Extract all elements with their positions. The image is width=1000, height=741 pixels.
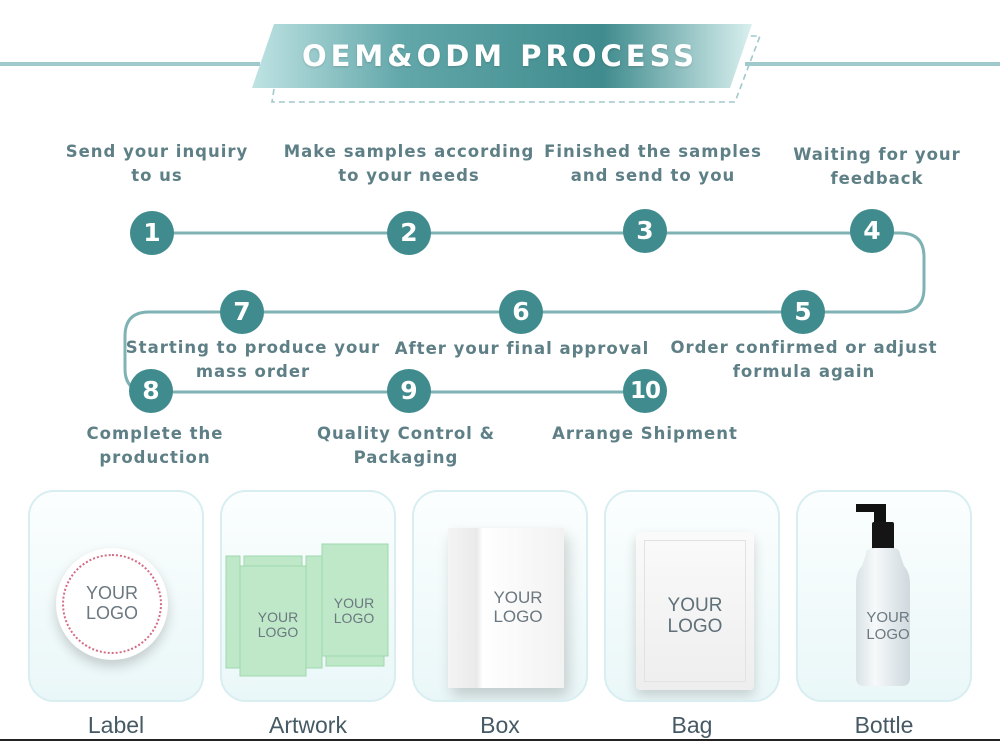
label-logo-text: YOUR LOGO <box>85 583 138 623</box>
card-box-caption: Box <box>480 712 520 738</box>
step-10-node: 10 <box>623 369 667 413</box>
card-label-caption: Label <box>87 712 145 738</box>
step-7-label: Starting to produce your mass order <box>125 338 381 381</box>
box-mockup <box>448 528 564 688</box>
card-artwork-caption: Artwork <box>269 712 347 738</box>
process-flow-lines <box>123 231 926 394</box>
step-4-node: 4 <box>850 209 894 253</box>
step-1-node: 1 <box>130 211 174 255</box>
sachet-seal-border <box>644 540 746 682</box>
step-2-node: 2 <box>387 211 431 255</box>
step-4-label: Waiting for your feedback <box>793 145 961 188</box>
step-7-node: 7 <box>220 290 264 334</box>
artwork-logo-text-right: YOUR LOGO <box>333 595 375 627</box>
step-8-label: Complete the production <box>86 424 224 467</box>
step-6-node: 6 <box>499 290 543 334</box>
banner-line-left <box>0 62 260 66</box>
step-8-node: 8 <box>129 369 173 413</box>
banner-shape <box>252 24 752 88</box>
sachet-bag-mockup <box>636 532 754 690</box>
step-5-label: Order confirmed or adjust formula again <box>670 338 938 381</box>
card-bag: YOUR LOGO <box>604 490 780 702</box>
banner-dashed-outline <box>271 35 762 103</box>
step-3-label: Finished the samples and send to you <box>544 142 762 185</box>
round-label-sticker: YOUR LOGO <box>56 548 168 660</box>
box-logo-text: YOUR LOGO <box>493 588 543 626</box>
sticker-dotted-ring <box>62 554 162 654</box>
card-bag-caption: Bag <box>671 712 713 738</box>
step-9-node: 9 <box>387 369 431 413</box>
card-bottle-caption: Bottle <box>854 712 914 738</box>
bag-logo-text: YOUR LOGO <box>667 595 723 637</box>
step-1-label: Send your inquiry to us <box>65 142 249 185</box>
banner-line-right <box>745 62 1000 66</box>
card-bottle: YOUR LOGO <box>796 490 972 702</box>
step-6-label: After your final approval <box>394 339 650 358</box>
card-artwork: YOUR LOGO YOUR LOGO <box>220 490 396 702</box>
bottle-logo-text: YOUR LOGO <box>866 609 910 643</box>
bottom-border <box>0 739 1000 741</box>
artwork-logo-text-left: YOUR LOGO <box>257 609 299 641</box>
card-box: YOUR LOGO <box>412 490 588 702</box>
step-5-node: 5 <box>781 290 825 334</box>
step-9-label: Quality Control & Packaging <box>317 424 495 467</box>
page-title: OEM&ODM PROCESS <box>301 39 699 73</box>
box-dieline-artwork <box>225 543 389 677</box>
step-2-label: Make samples according to your needs <box>283 142 535 185</box>
step-3-node: 3 <box>623 209 667 253</box>
step-10-label: Arrange Shipment <box>552 424 738 443</box>
card-label: YOUR LOGO <box>28 490 204 702</box>
pump-bottle-mockup <box>856 504 910 686</box>
